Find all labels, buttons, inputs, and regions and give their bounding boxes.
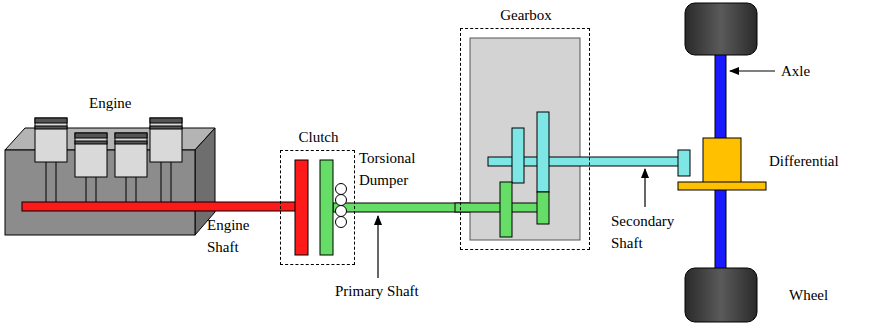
gearbox-box: Gearbox (460, 28, 590, 250)
pistons (35, 118, 182, 203)
leader-arrow (644, 169, 645, 207)
part-name: Axle (781, 60, 810, 82)
leader-arrow (730, 70, 775, 71)
damper-springs (336, 184, 347, 228)
part-name: Engine (89, 92, 132, 114)
engine-shaft (22, 202, 297, 211)
part-name: Wheel (789, 284, 828, 306)
gear (500, 182, 512, 237)
clutch-plate (295, 160, 308, 255)
gear (512, 128, 524, 183)
leader-arrow (377, 216, 378, 278)
pinion-gear (678, 150, 690, 176)
differential-housing (703, 138, 741, 183)
primary-shaft (333, 203, 548, 212)
clutch-disc (320, 160, 333, 255)
wheel (685, 3, 757, 55)
box-heading: Clutch (282, 129, 355, 146)
part-name: Secondary Shaft (611, 210, 689, 254)
part-name: Torsional Dumper (359, 147, 435, 191)
box-heading: Gearbox (462, 7, 590, 24)
ring-gear (678, 182, 766, 190)
part-name: Primary Shaft (335, 280, 419, 302)
wheel (685, 268, 757, 322)
clutch-box: Clutch (280, 150, 355, 265)
part-name: Differential (769, 150, 839, 172)
gear (537, 112, 549, 192)
part-name: Engine Shaft (207, 214, 263, 258)
gear (537, 192, 549, 224)
